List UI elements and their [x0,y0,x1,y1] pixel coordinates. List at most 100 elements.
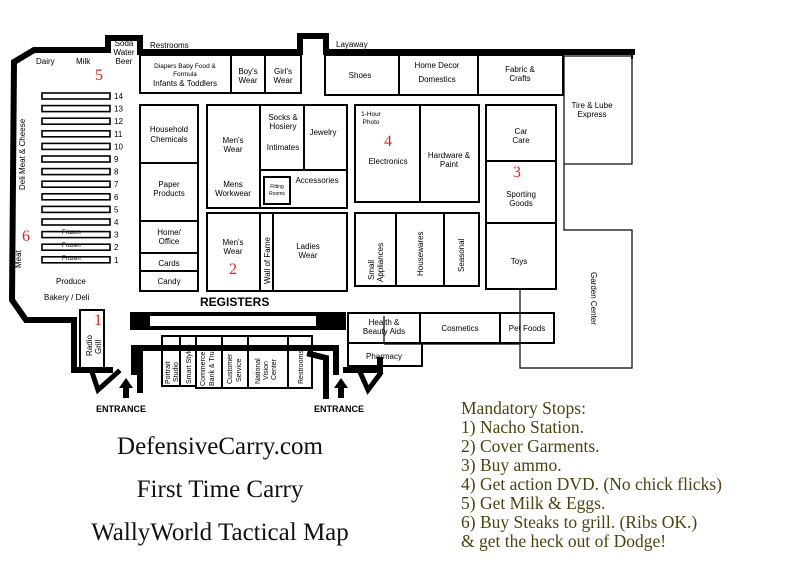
bakery-deli-label: Bakery / Deli [44,293,90,302]
aisle-rack [41,230,111,239]
aisle-number: 6 [114,193,119,202]
socks-label-1: Socks & [268,113,298,122]
aisle-rack [41,205,111,214]
photo-label-1: 1-Hour [361,111,382,118]
restrooms-top-label: Restrooms [150,41,189,50]
radio-grill-label-2: Grill [94,340,103,354]
stops-heading: Mandatory Stops: [461,398,586,418]
portrait-label-2: Studio [173,362,180,382]
pet-foods-label: Pet Foods [509,324,545,333]
marker-2: 2 [229,261,237,278]
aisle-rack [41,243,111,251]
deli-meat-cheese-label: Deli Meat & Cheese [18,118,27,190]
department-boxes [79,54,564,371]
mens-low-label-1: Men's [222,238,243,247]
health-label-2: Beauty Aids [363,327,405,336]
registers-label: REGISTERS [200,295,269,309]
toys-label: Toys [511,257,527,266]
garden-center-label: Garden Center [589,272,598,325]
aisle-rack [41,167,111,176]
stop-item-5: 5) Get Milk & Eggs. [461,493,605,513]
aisle-number: 1 [114,256,119,265]
fabric-label-1: Fabric & [505,65,535,74]
hardware-label-1: Hardware & [428,151,471,160]
ladies-label-2: Wear [299,251,318,260]
aisle-rack [41,142,111,151]
stop-item-1: 1) Nacho Station. [461,417,584,437]
registers-inner [150,316,316,326]
aisle-rack [41,255,111,264]
produce-label: Produce [56,277,86,286]
socks-label-2: Hosiery [269,122,296,131]
aisle-number: 5 [114,205,119,214]
aisle-rack [41,92,111,100]
fabric-label-2: Crafts [509,74,530,83]
paper-label-2: Products [153,189,185,198]
mens-top-label-1: Men's [222,136,243,145]
aisle-number: 12 [114,117,123,126]
aisle-rack [41,193,111,201]
aisle-rack [41,180,111,188]
baby-label-3: Infants & Toddlers [153,79,217,88]
stop-markers: 1 2 3 4 5 6 [22,67,521,329]
restrooms-front-label: Restrooms [298,350,305,384]
stop-item-2: 2) Cover Garments. [461,436,600,456]
title-line-2: First Time Carry [137,476,304,503]
water-label: Water [113,48,134,57]
aisle-number: 10 [114,142,123,151]
aisle-number: 14 [114,92,123,101]
cosmetics-label: Cosmetics [441,324,478,333]
boys-label-2: Wear [239,76,258,85]
seasonal-label: Seasonal [457,238,466,272]
workwear-label-1: Mens [223,180,243,189]
car-care-label-2: Care [512,136,530,145]
photo-label-2: Photo [363,119,380,126]
jewelry-label: Jewelry [309,128,336,137]
layaway-label: Layaway [336,40,368,49]
soda-label: Soda [115,39,134,48]
home-decor-label: Home Decor [415,61,460,70]
customer-service-label-2: Service [236,359,243,382]
aisle-number: 9 [114,155,119,164]
tire-label-2: Express [578,110,607,119]
tire-label-1: Tire & Lube [571,101,613,110]
aisle-number: 11 [114,130,123,139]
cards-label: Cards [158,259,179,268]
aisle-number: 3 [114,231,119,240]
frozen-label-1: Frozen [62,230,81,236]
marker-6: 6 [22,228,30,245]
aisle-rack [41,117,111,125]
frozen-label-3: Frozen [62,256,81,262]
stop-item-7: & get the heck out of Dodge! [461,531,666,551]
girls-label-2: Wear [274,76,293,85]
aisle-number: 8 [114,168,119,177]
marker-5: 5 [95,67,103,84]
paper-label-1: Paper [158,180,180,189]
map-title: DefensiveCarry.com First Time Carry Wall… [91,433,349,546]
entrance-arrows [119,378,348,398]
svg-text:Soda: Soda [115,39,134,48]
marker-1: 1 [94,312,102,329]
stop-item-3: 3) Buy ammo. [461,455,562,475]
radio-grill-label-1: Radio [85,335,94,356]
front-service-boxes [161,335,313,389]
aisle-rack [41,104,111,113]
store-walls [8,33,635,399]
housewares-label: Housewares [416,232,425,276]
candy-label: Candy [157,277,180,286]
health-label-1: Health & [369,318,400,327]
svg-text:Beer: Beer [116,57,133,66]
aisle-rack [41,155,111,163]
title-line-1: DefensiveCarry.com [117,433,323,460]
girls-label-1: Girl's [274,67,292,76]
entrance-right-label: ENTRANCE [314,404,364,414]
commerce-label-1: Commerce [200,352,207,386]
beer-label: Beer [116,57,133,66]
household-label-1: Household [150,125,188,134]
portrait-label-1: Portrait [165,361,172,384]
aisle-number: 4 [114,218,119,227]
aisle-number: 2 [114,243,119,252]
pharmacy-label: Pharmacy [366,352,402,361]
hardware-label-2: Paint [440,160,459,169]
